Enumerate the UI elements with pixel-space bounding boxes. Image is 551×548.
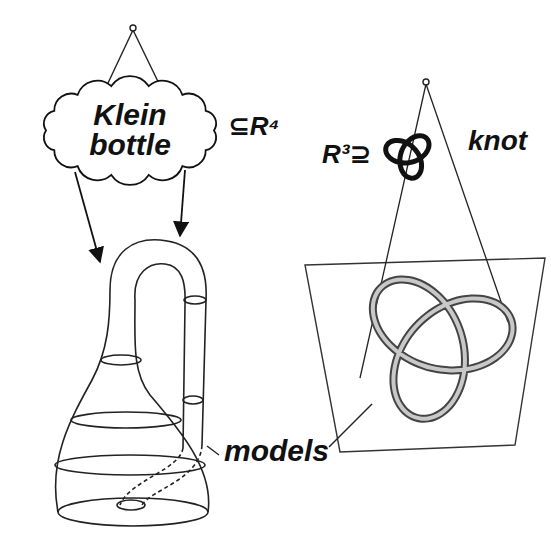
cross-section (183, 396, 203, 404)
arrow (75, 172, 100, 262)
cross-section (184, 296, 206, 304)
cone-line (426, 84, 508, 322)
knot-shadow (373, 279, 513, 418)
cross-section (58, 498, 208, 526)
space-label: R³⊇ (322, 140, 371, 169)
space-label: ⊆R⁴ (228, 112, 280, 141)
cloud-shape (44, 76, 216, 185)
arrow (180, 170, 185, 236)
node-content: Klein bottle (35, 74, 225, 187)
cross-section (101, 355, 141, 365)
cloud-node: Klein bottle (35, 74, 225, 187)
leader-line (329, 404, 372, 447)
knot-shadow-outline (373, 279, 513, 418)
apex-point (423, 79, 429, 85)
apex-point (130, 25, 136, 31)
projection-plane (305, 258, 545, 452)
node-title: Klein bottle (89, 100, 171, 160)
cross-section (117, 500, 145, 510)
cross-section (55, 455, 205, 475)
callout-label: models (224, 434, 329, 467)
leader-line (207, 446, 219, 455)
knot-drawings (373, 136, 513, 419)
object-label: knot (468, 126, 527, 157)
cross-section (71, 412, 181, 428)
knot (386, 136, 429, 178)
cone-line (360, 84, 426, 378)
klein-bottle (55, 240, 209, 526)
